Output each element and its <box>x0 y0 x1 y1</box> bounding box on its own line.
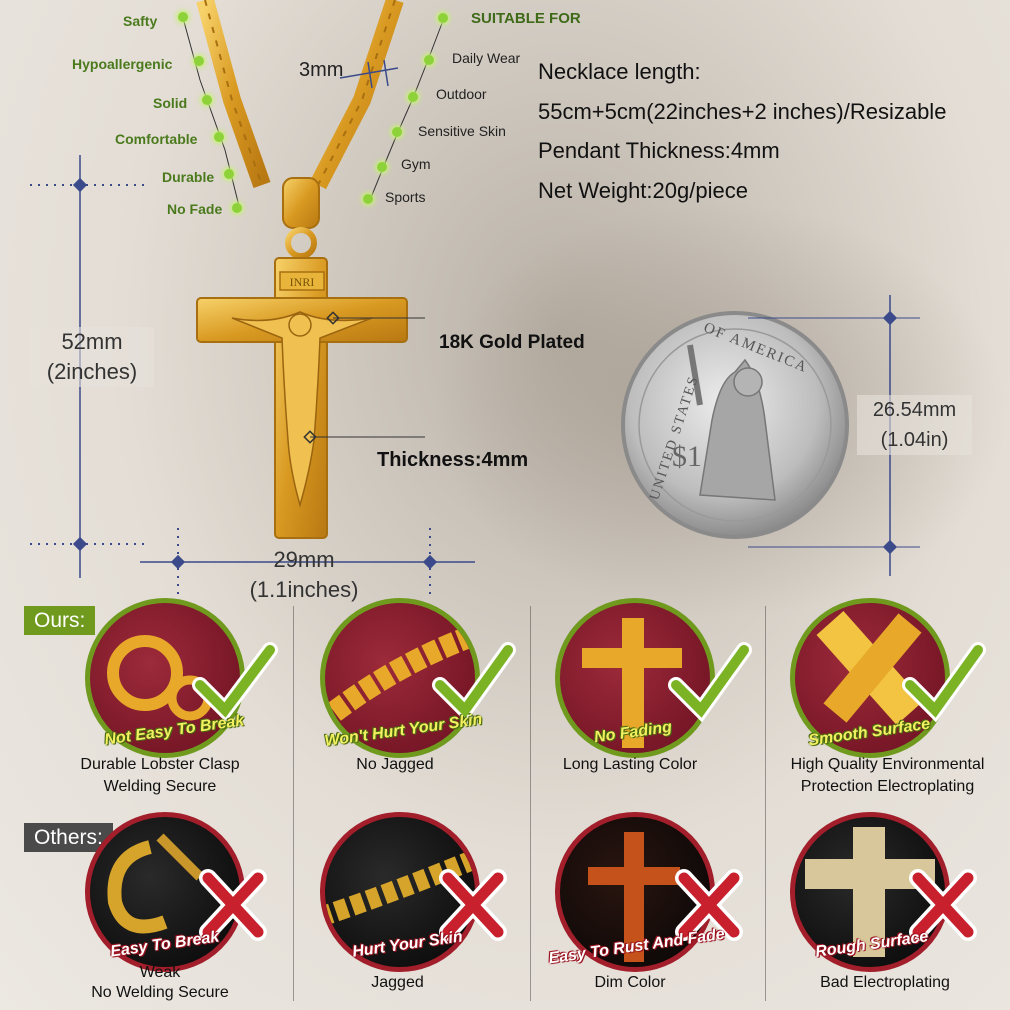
suitable-dot <box>363 194 373 204</box>
check-marks <box>192 642 986 723</box>
caption-line: No Welding Secure <box>91 984 229 1001</box>
caption-line: High Quality Environmental <box>790 756 985 773</box>
feature-dot <box>232 203 242 213</box>
suitable-outdoor: Outdoor <box>436 86 487 102</box>
spec-list: Necklace length: 55cm+5cm(22inches+2 inc… <box>538 52 946 210</box>
feature-durable: Durable <box>162 169 215 185</box>
coin-size-dimension: 26.54mm (1.04in) <box>857 395 972 455</box>
ours-caption-1: Durable Lobster Clasp Welding Secure <box>40 754 280 798</box>
caption-line: Bad Electroplating <box>820 974 950 991</box>
caption-line: Protection Electroplating <box>800 778 975 795</box>
plating-label: 18K Gold Plated <box>439 332 585 353</box>
caption-line: Dim Color <box>594 974 666 991</box>
cross-pendant: INRI <box>196 257 408 539</box>
others-caption-2: Jagged <box>300 972 495 994</box>
feature-dot <box>178 12 188 22</box>
suitable-gym: Gym <box>401 156 431 172</box>
spec-thickness: Pendant Thickness:4mm <box>538 138 780 163</box>
feature-solid: Solid <box>153 95 188 111</box>
feature-comfortable: Comfortable <box>115 131 198 147</box>
coin-size-in: (1.04in) <box>880 429 949 451</box>
ours-label: Ours: <box>24 606 96 635</box>
chain <box>196 0 404 190</box>
column-divider <box>293 606 294 1001</box>
spec-length-value: 55cm+5cm(22inches+2 inches)/Resizable <box>538 98 947 124</box>
ours-caption-4: High Quality Environmental Protection El… <box>770 754 1005 798</box>
product-graphics: INRI <box>30 0 920 600</box>
x-marks <box>199 869 977 941</box>
ours-caption-2: No Jagged <box>300 754 490 776</box>
caption-line: No Jagged <box>356 756 434 773</box>
others-caption-4: Bad Electroplating <box>770 972 1000 994</box>
coin-value: $1 <box>672 440 702 473</box>
feature-no-fade: No Fade <box>167 201 223 217</box>
inri-text: INRI <box>290 275 315 289</box>
feature-dot <box>202 95 212 105</box>
ours-surface-image <box>790 598 950 758</box>
caption-line: Durable Lobster Clasp <box>80 756 240 773</box>
feature-dot <box>194 56 204 66</box>
thickness-label: Thickness:4mm <box>377 449 529 471</box>
pendant-width-dimension: 29mm (1.1inches) <box>230 545 378 605</box>
coin-size-mm: 26.54mm <box>872 399 957 421</box>
suitable-heading: SUITABLE FOR <box>471 10 581 27</box>
suitable-daily-wear: Daily Wear <box>452 50 521 66</box>
suitable-sensitive-skin: Sensitive Skin <box>418 123 506 139</box>
suitable-dot <box>408 92 418 102</box>
suitable-dot <box>377 162 387 172</box>
suitable-dot <box>392 127 402 137</box>
pendant-bail <box>282 177 320 229</box>
chain-width-label: 3mm <box>299 59 344 81</box>
pendant-width-mm: 29mm <box>273 547 335 572</box>
pendant-height-dimension: 52mm (2inches) <box>30 327 154 387</box>
caption-line: Welding Secure <box>103 778 217 795</box>
pendant-height-mm: 52mm <box>61 329 123 354</box>
spec-weight: Net Weight:20g/piece <box>538 177 748 203</box>
column-divider <box>765 606 766 1001</box>
feature-dot <box>214 132 224 142</box>
suitable-dot <box>424 55 434 65</box>
suitable-sports: Sports <box>385 189 426 205</box>
ours-chain-image <box>320 598 480 758</box>
spec-length-heading: Necklace length: <box>538 59 701 84</box>
pendant-width-in: (1.1inches) <box>249 577 359 602</box>
caption-line: Jagged <box>371 974 424 991</box>
feature-safty: Safty <box>123 13 158 29</box>
caption-line: Long Lasting Color <box>562 756 698 773</box>
feature-hypoallergenic: Hypoallergenic <box>72 56 173 72</box>
others-caption-3: Dim Color <box>535 972 725 994</box>
column-divider <box>530 606 531 1001</box>
pendant-height-in: (2inches) <box>46 359 138 384</box>
others-caption-1: Weak No Welding Secure <box>40 963 280 1003</box>
ours-cross-image <box>555 598 715 758</box>
coin <box>621 311 849 539</box>
caption-line: Weak <box>139 964 181 981</box>
suitable-dot <box>438 13 448 23</box>
feature-dot <box>224 169 234 179</box>
ours-caption-3: Long Lasting Color <box>535 754 725 776</box>
